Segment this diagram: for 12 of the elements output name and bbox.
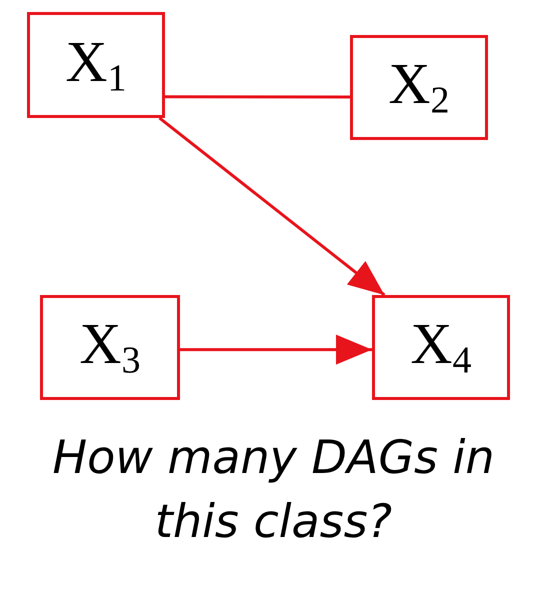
arrow — [180, 334, 372, 365]
caption: How many DAGs in this class? — [51, 429, 496, 550]
variable-label: X$_{1}$ — [66, 32, 126, 98]
variable-box — [350, 35, 488, 140]
arrow — [158, 116, 386, 296]
connector-line — [165, 95, 350, 98]
variable-box — [27, 12, 165, 118]
variable-box — [372, 295, 510, 400]
variable-label: X$_{2}$ — [388, 55, 450, 120]
variable-label: X$_{4}$ — [410, 315, 472, 380]
variable-box — [40, 295, 180, 400]
variable-label: X$_{3}$ — [80, 315, 140, 380]
